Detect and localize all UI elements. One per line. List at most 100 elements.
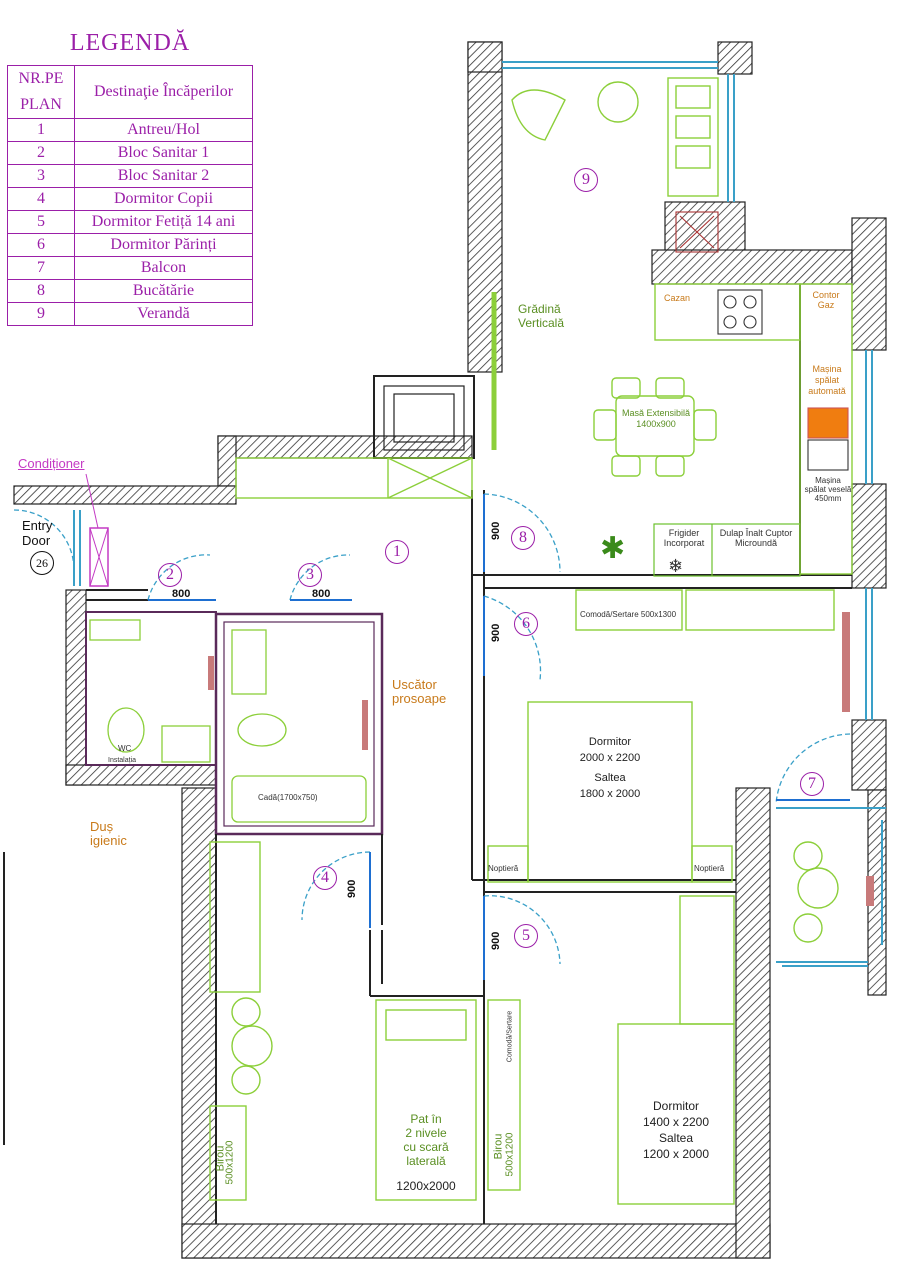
bunk-bed [375, 999, 477, 1201]
entry-number: 26 [30, 551, 54, 575]
legend-nr: 2 [7, 141, 75, 165]
teen-bed-title: Dormitor [652, 1099, 699, 1113]
wall [851, 719, 887, 791]
entry-door-label: Entry Door [22, 518, 53, 548]
appliances [675, 211, 849, 471]
door-size-2: 800 [172, 588, 191, 600]
wall [735, 787, 771, 1259]
toilet [107, 707, 145, 753]
wall [65, 764, 217, 786]
kids-wardrobe [209, 841, 261, 993]
door-size-8: 900 [490, 521, 502, 540]
bath-fixtures [89, 619, 367, 823]
conditioner-unit [89, 527, 109, 587]
legend-nr: 7 [7, 256, 75, 280]
door-size-5: 900 [490, 931, 502, 950]
towel-dryer [208, 612, 874, 906]
kids-desk-size: 500x1200 [224, 1140, 236, 1185]
legend-header-destination: Destinaţie Încăperilor [74, 65, 253, 119]
legend: LEGENDĂ NR.PE PLAN Destinaţie Încăperilo… [7, 30, 253, 326]
kitchen-counter [799, 283, 853, 575]
dishwasher [807, 439, 849, 471]
teen-dresser-label: Comodă/Sertare [506, 1010, 514, 1063]
wc-label: WC [118, 744, 132, 753]
legend-title: LEGENDĂ [69, 30, 191, 56]
bathtub-label: Cadă(1700x750) [258, 793, 318, 802]
wall [467, 41, 503, 73]
legend-room-name: Bucătărie [74, 279, 253, 303]
room-marker-5: 5 [514, 924, 538, 948]
legend-room-name: Dormitor Copii [74, 187, 253, 211]
cooktop [717, 289, 763, 335]
parents-mattress-size: 1800 x 2000 [579, 788, 641, 800]
legend-nr: 6 [7, 233, 75, 257]
sofa [667, 77, 719, 197]
teen-mattress-title: Saltea [658, 1131, 694, 1145]
legend-room-name: Balcon [74, 256, 253, 280]
parents-dresser-label: Comodă/Sertare 500x1300 [579, 610, 677, 619]
towel-dryer-label: Uscător prosoape [392, 677, 447, 706]
windows [73, 61, 886, 967]
installation-label: Instalația [108, 757, 137, 764]
walls [13, 41, 887, 1259]
wall [13, 485, 237, 505]
teen-desk-size: 500x1200 [504, 1132, 516, 1177]
parents-bed-title: Dormitor [588, 736, 632, 748]
wall [717, 41, 753, 75]
nightstand-right-label: Noptieră [694, 864, 725, 873]
teen-wardrobe [679, 895, 735, 1025]
parents-bed-size: 2000 x 2200 [579, 752, 641, 764]
legend-header-nr: NR.PE PLAN [7, 65, 75, 119]
bunk-bed-size: 1200x2000 [396, 1179, 456, 1193]
hall-wardrobe [235, 457, 473, 499]
kids-desk [209, 1105, 247, 1201]
wall [217, 435, 473, 459]
wall [651, 249, 853, 285]
parents-mattress-title: Saltea [594, 772, 626, 784]
legend-room-name: Verandă [74, 302, 253, 326]
bunk-bed-label-2: 2 nivele [405, 1126, 447, 1140]
room-marker-7: 7 [800, 772, 824, 796]
room-marker-1: 1 [385, 540, 409, 564]
legend-room-name: Antreu/Hol [74, 118, 253, 142]
dishwasher-label: Mașina spălat veselă 450mm [804, 476, 852, 503]
legend-room-name: Bloc Sanitar 1 [74, 141, 253, 165]
doors [13, 493, 851, 965]
wall [217, 435, 237, 487]
gas-meter-label: Contor Gaz [812, 290, 840, 310]
wall [65, 589, 87, 786]
boiler-label: Cazan [664, 293, 691, 303]
wall [664, 201, 746, 255]
room-marker-2: 2 [158, 563, 182, 587]
bunk-bed-label-3: cu scară [403, 1140, 449, 1154]
sink [231, 629, 267, 695]
bunk-bed-label-1: Pat în [410, 1112, 442, 1126]
door-size-4: 900 [346, 879, 358, 898]
legend-room-name: Bloc Sanitar 2 [74, 164, 253, 188]
plant-icon: ✱ [600, 531, 625, 566]
door-size-6: 900 [490, 623, 502, 642]
teen-bed [617, 1023, 735, 1205]
balcony-table [797, 867, 839, 909]
teen-mattress-size: 1200 x 2000 [642, 1147, 710, 1161]
sink [89, 619, 141, 641]
wall [851, 217, 887, 351]
vertical-garden-label: Grădină Verticală [518, 302, 565, 330]
room-marker-6: 6 [514, 612, 538, 636]
hygienic-shower-label: Duș igienic [90, 819, 127, 848]
tall-cabinet-label: Dulap Înalt Cuptor Microundă [719, 528, 793, 548]
conditioner-label: Condiționer [18, 456, 85, 471]
parents-bed [527, 701, 693, 883]
wall [467, 41, 503, 373]
door-size-3: 800 [312, 588, 331, 600]
armchair [511, 89, 566, 141]
legend-nr: 9 [7, 302, 75, 326]
washing-machine [807, 407, 849, 439]
bunk-bed-label-4: laterală [406, 1154, 446, 1168]
